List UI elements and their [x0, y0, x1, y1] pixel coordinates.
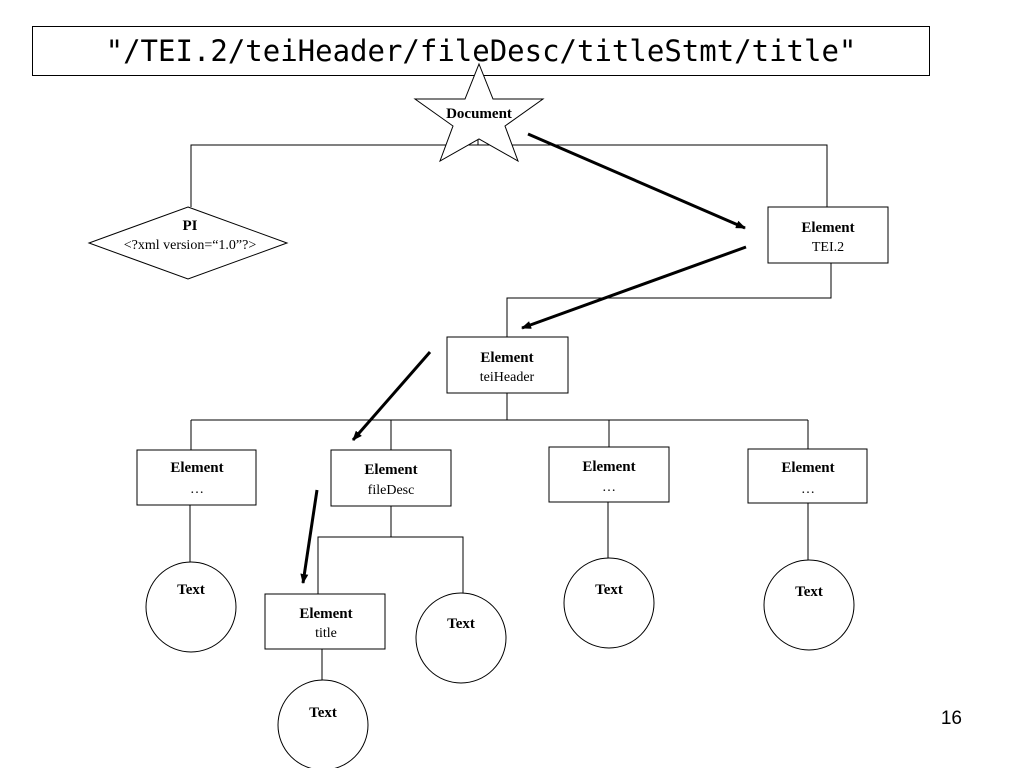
page-number: 16	[940, 708, 962, 729]
star-shape	[413, 62, 545, 163]
node-element-1: Element …	[136, 449, 257, 506]
node-text-title: Text	[277, 679, 369, 768]
node-text-3: Text	[563, 557, 655, 649]
node-element-4-type: Element	[781, 460, 834, 476]
node-pi-value: <?xml version=“1.0”?>	[124, 238, 257, 253]
node-text-4: Text	[763, 559, 855, 651]
node-element-1-value: …	[190, 482, 204, 497]
node-pi-type: PI	[183, 218, 198, 234]
node-element-4: Element …	[747, 448, 868, 504]
arrow-document-to-tei2	[527, 132, 746, 230]
node-title: Element title	[264, 593, 386, 650]
path-arrows	[300, 132, 747, 584]
node-document-type: Document	[446, 106, 512, 122]
node-text-1-label: Text	[177, 582, 205, 598]
arrow-filedesc-to-title	[300, 489, 319, 584]
node-text-4-label: Text	[795, 584, 823, 600]
connector-filedesc-children	[317, 506, 392, 594]
node-teiheader-value: teiHeader	[480, 370, 535, 385]
node-text-title-label: Text	[309, 705, 337, 721]
node-teiheader: Element teiHeader	[446, 336, 569, 394]
node-tei2-value: TEI.2	[812, 240, 844, 255]
node-text-filedesc-label: Text	[447, 616, 475, 632]
node-element-3: Element …	[548, 446, 670, 503]
arrow-teiheader-to-filedesc	[351, 351, 432, 441]
node-filedesc: Element fileDesc	[330, 449, 452, 507]
node-text-1: Text	[145, 561, 237, 653]
arrow-tei2-to-teiheader	[521, 245, 747, 330]
node-element-1-type: Element	[170, 460, 223, 476]
node-document: Document	[413, 62, 545, 163]
diamond-shape	[87, 206, 289, 280]
node-title-value: title	[315, 626, 337, 641]
node-text-3-label: Text	[595, 582, 623, 598]
node-tei2: Element TEI.2	[767, 206, 889, 264]
node-element-4-value: …	[801, 482, 815, 497]
connector-lines	[189, 125, 832, 690]
node-teiheader-type: Element	[480, 350, 533, 366]
node-pi: PI <?xml version=“1.0”?>	[87, 206, 289, 280]
node-filedesc-value: fileDesc	[368, 483, 415, 498]
node-filedesc-type: Element	[364, 462, 417, 478]
node-text-filedesc: Text	[415, 592, 507, 684]
node-element-3-type: Element	[582, 459, 635, 475]
node-title-type: Element	[299, 606, 352, 622]
connector-tei2-children	[506, 263, 832, 337]
node-tei2-type: Element	[801, 220, 854, 236]
node-element-3-value: …	[602, 480, 616, 495]
